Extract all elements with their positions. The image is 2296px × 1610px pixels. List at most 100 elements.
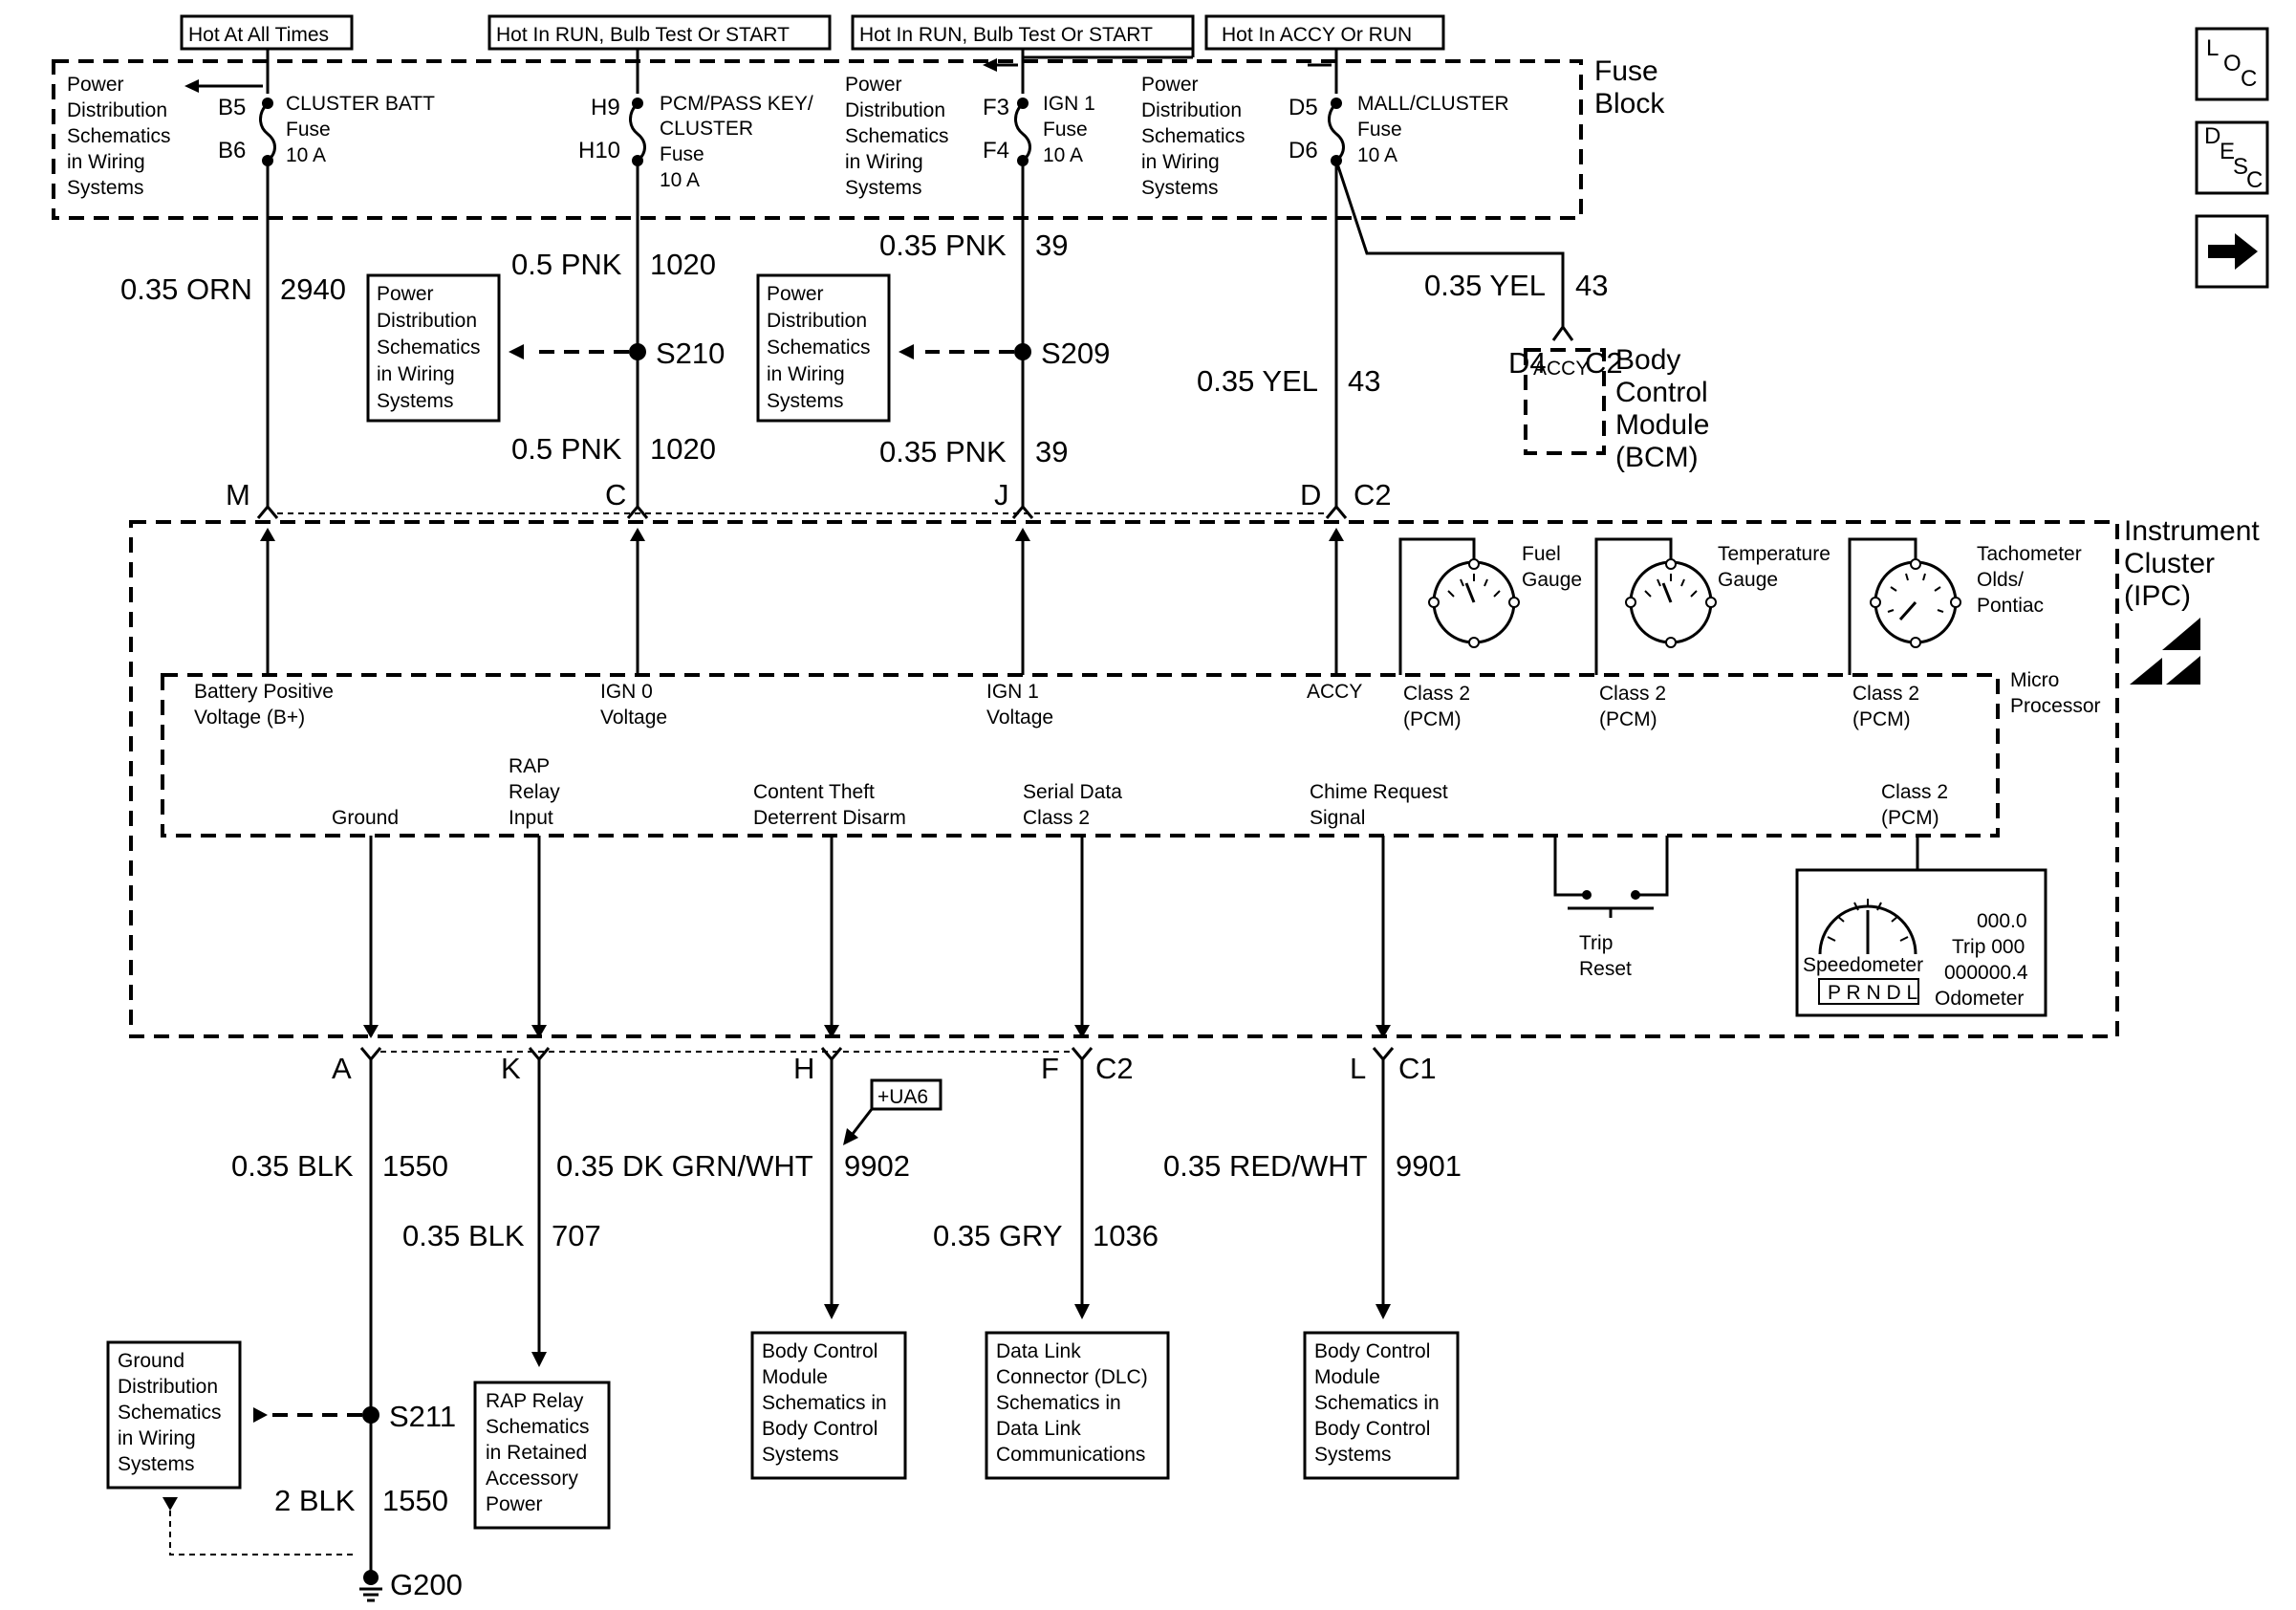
wire-label-43-bcm: 0.35 YEL 43 [1424, 269, 1608, 302]
svg-text:Speedometer: Speedometer [1803, 954, 1923, 976]
svg-text:707: 707 [552, 1219, 601, 1252]
svg-text:IGN 0: IGN 0 [600, 681, 653, 703]
svg-text:Fuse: Fuse [1043, 119, 1088, 141]
wire-label-1020-lower: 0.5 PNK 1020 [511, 432, 716, 466]
ipc-connector-bottom: A K H F C2 L C1 [332, 1047, 1437, 1085]
svg-text:Power: Power [845, 74, 902, 96]
svg-text:Content Theft: Content Theft [753, 781, 875, 803]
tachometer-gauge: Tachometer Olds/ Pontiac Class 2 (PCM) [1848, 537, 2082, 730]
svg-text:9902: 9902 [844, 1149, 910, 1183]
svg-text:S209: S209 [1041, 337, 1110, 370]
svg-text:B6: B6 [218, 138, 246, 163]
desc-button[interactable]: D E S C [2195, 120, 2269, 195]
svg-text:Serial Data: Serial Data [1023, 781, 1122, 803]
svg-text:RAP Relay: RAP Relay [486, 1390, 584, 1412]
svg-text:Body Control: Body Control [1314, 1340, 1430, 1362]
svg-text:Block: Block [1594, 88, 1665, 120]
wire-label-9901: 0.35 RED/WHT 9901 [1163, 1149, 1462, 1183]
svg-text:Module: Module [1314, 1366, 1380, 1388]
svg-text:1550: 1550 [382, 1149, 448, 1183]
svg-text:0.35 BLK: 0.35 BLK [231, 1149, 354, 1183]
svg-text:0.35 YEL: 0.35 YEL [1197, 364, 1318, 398]
svg-text:1020: 1020 [650, 432, 716, 466]
svg-text:Systems: Systems [377, 390, 454, 412]
svg-text:Tachometer: Tachometer [1977, 543, 2082, 565]
wire-label-1036: 0.35 GRY 1036 [933, 1219, 1159, 1252]
svg-text:Olds/: Olds/ [1977, 569, 2024, 591]
pds-ref-box-2: Power Distribution Schematics in Wiring … [756, 273, 891, 423]
svg-text:D6: D6 [1289, 138, 1318, 163]
svg-text:CLUSTER: CLUSTER [660, 118, 753, 140]
svg-text:Deterrent Disarm: Deterrent Disarm [753, 807, 906, 829]
svg-text:C1: C1 [1398, 1052, 1437, 1085]
svg-text:Pontiac: Pontiac [1977, 595, 2044, 617]
svg-text:Hot In RUN, Bulb Test Or START: Hot In RUN, Bulb Test Or START [496, 24, 790, 46]
hot-label-accy: Hot In ACCY Or RUN [1204, 14, 1445, 51]
svg-text:Power: Power [486, 1493, 543, 1515]
svg-text:0.35 PNK: 0.35 PNK [879, 435, 1007, 468]
svg-text:(BCM): (BCM) [1615, 442, 1699, 473]
wire-label-1550: 0.35 BLK 1550 [231, 1149, 448, 1183]
next-arrow-button[interactable] [2195, 214, 2269, 289]
svg-text:E: E [2220, 139, 2235, 164]
svg-text:(PCM): (PCM) [1599, 708, 1657, 730]
svg-text:H9: H9 [591, 95, 620, 120]
svg-text:Schematics in: Schematics in [996, 1392, 1121, 1414]
svg-text:Gauge: Gauge [1522, 569, 1582, 591]
hot-label-always: Hot At All Times [180, 14, 354, 51]
ipc-output-wires [363, 836, 1391, 1038]
fuse-block-title: Fuse [1594, 55, 1658, 87]
svg-text:Power: Power [67, 74, 124, 96]
svg-text:Distribution: Distribution [767, 310, 867, 332]
loc-button[interactable]: L O C [2195, 27, 2269, 101]
svg-text:D: D [1300, 478, 1321, 511]
svg-text:Body Control: Body Control [762, 1340, 877, 1362]
svg-text:C2: C2 [1095, 1052, 1134, 1085]
svg-text:in Wiring: in Wiring [377, 363, 455, 385]
svg-text:C: C [2241, 66, 2257, 92]
svg-text:IGN 1: IGN 1 [1043, 93, 1095, 115]
fuse-cluster-batt: B5 B6 CLUSTER BATT Fuse 10 A [218, 93, 435, 166]
svg-text:Schematics: Schematics [486, 1416, 590, 1438]
ipc-boundary [129, 520, 2119, 1038]
svg-text:Control: Control [1615, 377, 1708, 408]
svg-text:10 A: 10 A [286, 144, 326, 166]
svg-text:Body Control: Body Control [1314, 1418, 1430, 1440]
svg-text:Gauge: Gauge [1718, 569, 1778, 591]
svg-text:MALL/CLUSTER: MALL/CLUSTER [1357, 93, 1509, 115]
svg-text:39: 39 [1035, 228, 1068, 262]
svg-text:43: 43 [1348, 364, 1380, 398]
svg-text:Systems: Systems [67, 177, 144, 199]
svg-text:000000.4: 000000.4 [1944, 962, 2028, 984]
svg-text:Body: Body [1615, 344, 1680, 376]
fuse-block-pds-ref-3: Power Distribution Schematics in Wiring … [1141, 63, 1332, 199]
rap-relay-ref: RAP Relay Schematics in Retained Accesso… [473, 1381, 611, 1530]
svg-text:Connector (DLC): Connector (DLC) [996, 1366, 1148, 1388]
ipc-output-labels: Ground RAP Relay Input Content Theft Det… [332, 755, 1948, 829]
wire-label-2940: 0.35 ORN 2940 [120, 272, 346, 306]
svg-text:O: O [2223, 51, 2242, 76]
svg-text:0.35 GRY: 0.35 GRY [933, 1219, 1063, 1252]
svg-text:Cluster: Cluster [2124, 548, 2215, 579]
svg-text:F4: F4 [983, 138, 1009, 163]
svg-text:0.35 BLK: 0.35 BLK [402, 1219, 525, 1252]
bcm-body-control-ref-1: Body Control Module Schematics in Body C… [750, 1331, 907, 1480]
svg-text:Odometer: Odometer [1935, 988, 2024, 1010]
svg-text:Systems: Systems [118, 1453, 195, 1475]
fuel-gauge: Fuel Gauge Class 2 (PCM) [1398, 537, 1582, 730]
svg-text:Class 2: Class 2 [1881, 781, 1948, 803]
trip-reset-switch[interactable]: Trip Reset [1553, 836, 1669, 980]
arrow-right-icon [2208, 233, 2258, 270]
svg-text:9901: 9901 [1396, 1149, 1462, 1183]
ipc-inputs: Battery Positive Voltage (B+) IGN 0 Volt… [194, 528, 1362, 729]
svg-text:Systems: Systems [1141, 177, 1219, 199]
svg-text:Systems: Systems [845, 177, 922, 199]
svg-text:L: L [2206, 35, 2219, 61]
svg-text:2 BLK: 2 BLK [274, 1484, 356, 1517]
svg-text:Class 2: Class 2 [1403, 683, 1470, 705]
svg-text:D: D [2204, 123, 2220, 149]
pds-ref-box-1: Power Distribution Schematics in Wiring … [366, 273, 501, 423]
svg-text:PCM/PASS KEY/: PCM/PASS KEY/ [660, 93, 813, 115]
